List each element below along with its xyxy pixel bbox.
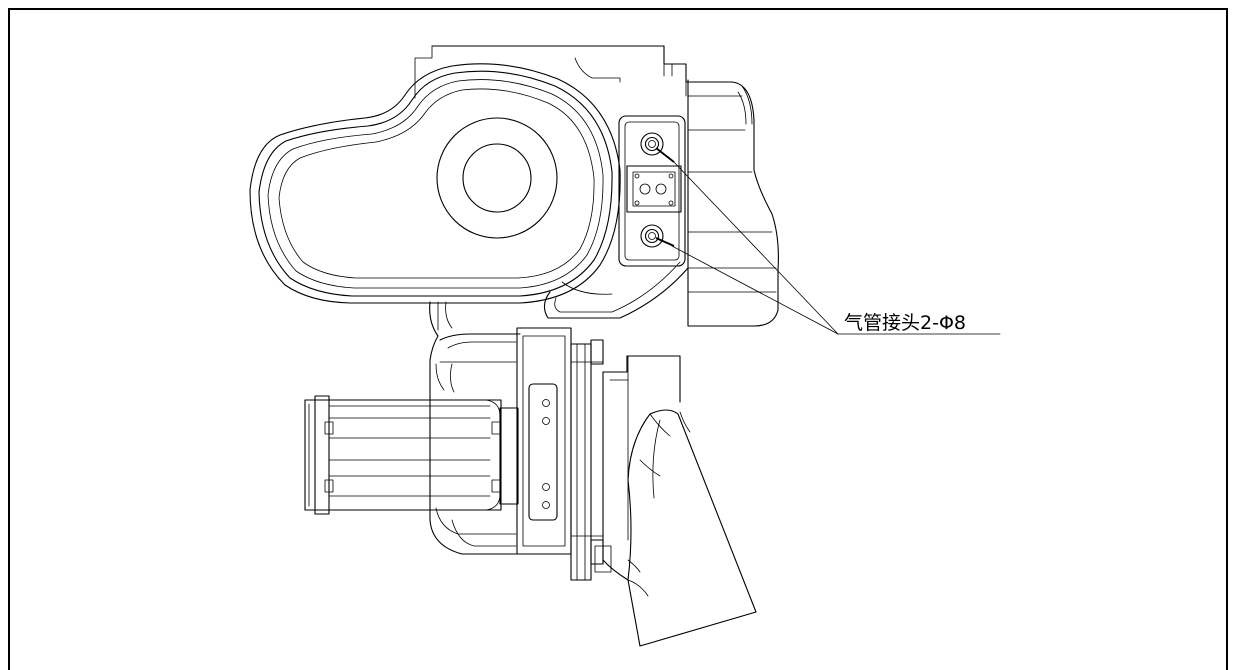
arm-joint-inner: [462, 143, 532, 213]
leader-line-top: [671, 159, 839, 335]
air-fitting-bottom: [640, 224, 664, 248]
arm-joint-outer: [436, 117, 558, 239]
upper-housing: [414, 45, 779, 327]
callout-label: 气管接头2-Φ8: [844, 312, 966, 334]
joint-body: [429, 261, 689, 555]
air-fitting-top: [640, 132, 664, 156]
leader-line-bottom: [671, 245, 839, 335]
arm-cover: [249, 63, 621, 304]
connector-plate: [618, 115, 686, 267]
leader-arrow-top: [655, 147, 675, 163]
signal-connector: [626, 165, 682, 213]
leader-arrow-bottom: [655, 237, 675, 247]
drawing-frame: [8, 8, 1228, 670]
callout-air-fittings: 气管接头2-Φ8: [655, 147, 1001, 335]
forearm-link: [602, 355, 757, 647]
motor-assembly: [304, 395, 519, 515]
flange-bracket: [516, 327, 612, 581]
